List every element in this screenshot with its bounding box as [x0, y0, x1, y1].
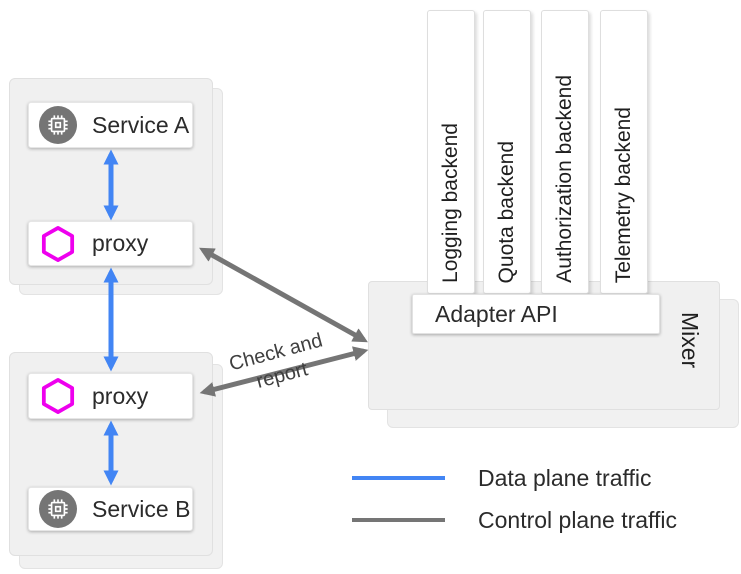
backend-column-authorization: Authorization backend	[541, 10, 589, 294]
adapter-api-label: Adapter API	[435, 300, 558, 327]
control-plane-arrow-proxya-mixer	[199, 247, 368, 343]
legend-label: Control plane traffic	[478, 506, 678, 533]
hexagon-icon	[39, 377, 77, 415]
legend-item-data-plane: Data plane traffic	[352, 465, 651, 491]
backend-label: Quota backend	[495, 140, 518, 283]
mixer-label: Mixer	[677, 312, 703, 369]
backend-label: Authorization backend	[553, 75, 576, 283]
backend-column-telemetry: Telemetry backend	[600, 10, 648, 294]
adapter-api-box: Adapter API	[412, 294, 660, 334]
proxy-a-box: proxy	[28, 221, 193, 266]
hexagon-icon	[39, 225, 77, 263]
proxy-b-label: proxy	[92, 382, 149, 409]
legend-label: Data plane traffic	[478, 464, 652, 491]
backend-label: Telemetry backend	[612, 106, 635, 283]
service-a-box: Service A	[28, 102, 193, 148]
data-plane-line-swatch	[352, 476, 445, 480]
chip-icon	[39, 490, 77, 528]
service-b-box: Service B	[28, 487, 193, 531]
legend-item-control-plane: Control plane traffic	[352, 507, 677, 533]
proxy-a-label: proxy	[92, 230, 149, 256]
check-and-report-label: Check and report	[226, 329, 325, 393]
control-plane-line-swatch	[352, 518, 445, 522]
backend-label: Logging backend	[439, 123, 462, 283]
backend-column-quota: Quota backend	[483, 10, 531, 294]
service-a-label: Service A	[92, 111, 190, 138]
proxy-b-box: proxy	[28, 373, 193, 419]
chip-icon	[39, 106, 77, 144]
service-b-label: Service B	[92, 495, 191, 522]
backend-column-logging: Logging backend	[427, 10, 475, 294]
